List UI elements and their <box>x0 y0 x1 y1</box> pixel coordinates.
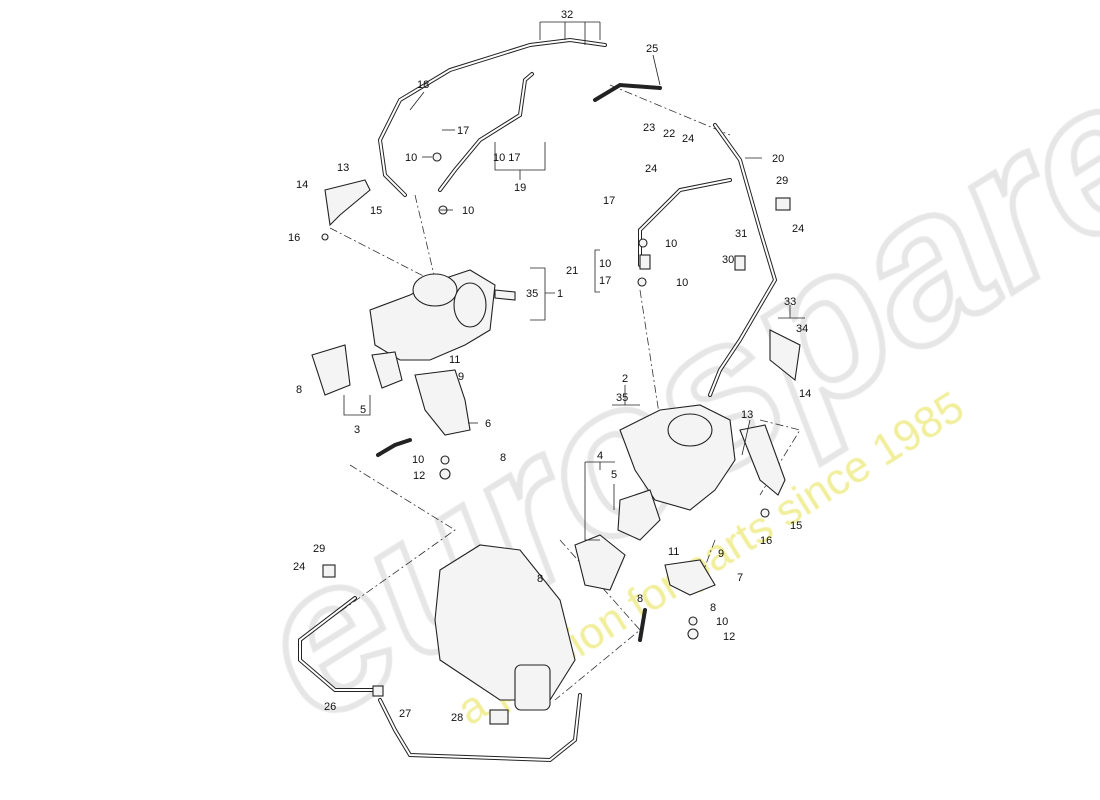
callout-28: 28 <box>451 712 463 724</box>
callout-8: 8 <box>537 573 543 585</box>
callout-15: 15 <box>370 205 382 217</box>
callout-12: 12 <box>723 631 735 643</box>
callout-11: 11 <box>668 546 679 558</box>
callout-17: 17 <box>457 125 469 137</box>
callout-11: 11 <box>449 354 460 366</box>
callout-8: 8 <box>296 384 302 396</box>
callout-20: 20 <box>772 153 784 165</box>
callout-10: 10 <box>405 152 417 164</box>
callout-15: 15 <box>790 520 802 532</box>
callout-22: 22 <box>663 128 675 140</box>
callout-17: 17 <box>603 195 615 207</box>
callout-12: 12 <box>413 470 425 482</box>
callout-30: 30 <box>722 254 734 266</box>
callout-13: 13 <box>741 409 753 421</box>
callout-29: 29 <box>313 543 325 555</box>
callout-35: 35 <box>616 392 628 404</box>
callout-24: 24 <box>682 133 694 145</box>
callout-2: 2 <box>622 373 628 385</box>
turbocharger-left <box>369 269 516 361</box>
callout-16: 16 <box>760 535 772 547</box>
callout-8: 8 <box>710 602 716 614</box>
callout-4: 4 <box>597 450 603 462</box>
callout-13: 13 <box>337 162 349 174</box>
callout-35: 35 <box>526 288 538 300</box>
brackets <box>324 179 801 596</box>
elbow-pipes <box>311 344 626 591</box>
turbocharger-right <box>617 404 736 541</box>
callout-17: 17 <box>599 275 611 287</box>
callout-16: 16 <box>288 232 300 244</box>
callout-14: 14 <box>296 179 308 191</box>
callout-10: 10 <box>599 258 611 270</box>
callout-3: 3 <box>354 424 360 436</box>
callout-9: 9 <box>458 371 464 383</box>
callout-labels: 32 25 18 17 10 10 17 19 23 22 24 24 20 1… <box>288 9 811 724</box>
callout-10: 10 <box>676 277 688 289</box>
callout-25: 25 <box>646 43 658 55</box>
engine-block <box>434 544 576 711</box>
callout-32: 32 <box>561 9 573 21</box>
callout-29: 29 <box>776 175 788 187</box>
callout-1: 1 <box>557 288 563 300</box>
callout-24: 24 <box>645 163 657 175</box>
callout-24: 24 <box>293 561 305 573</box>
callout-7: 7 <box>737 572 743 584</box>
callout-5: 5 <box>611 469 617 481</box>
callout-27: 27 <box>399 708 411 720</box>
callout-8: 8 <box>637 593 643 605</box>
callout-31: 31 <box>735 228 747 240</box>
callout-10: 10 <box>412 454 424 466</box>
callout-8: 8 <box>500 452 506 464</box>
callout-10-17: 10 17 <box>493 152 521 164</box>
callout-24: 24 <box>792 223 804 235</box>
callout-10: 10 <box>665 238 677 250</box>
callout-18: 18 <box>417 79 429 91</box>
leader-lines <box>343 21 805 541</box>
callout-33: 33 <box>784 296 796 308</box>
callout-6: 6 <box>485 418 491 430</box>
small-fasteners <box>321 152 791 725</box>
callout-26: 26 <box>324 701 336 713</box>
callout-34: 34 <box>796 323 808 335</box>
callout-5: 5 <box>360 404 366 416</box>
callout-10: 10 <box>716 616 728 628</box>
pipes <box>298 37 778 763</box>
callout-21: 21 <box>566 265 578 277</box>
callout-10: 10 <box>462 205 474 217</box>
callout-19: 19 <box>514 182 526 194</box>
callout-23: 23 <box>643 122 655 134</box>
callout-14: 14 <box>799 388 811 400</box>
callout-9: 9 <box>718 548 724 560</box>
